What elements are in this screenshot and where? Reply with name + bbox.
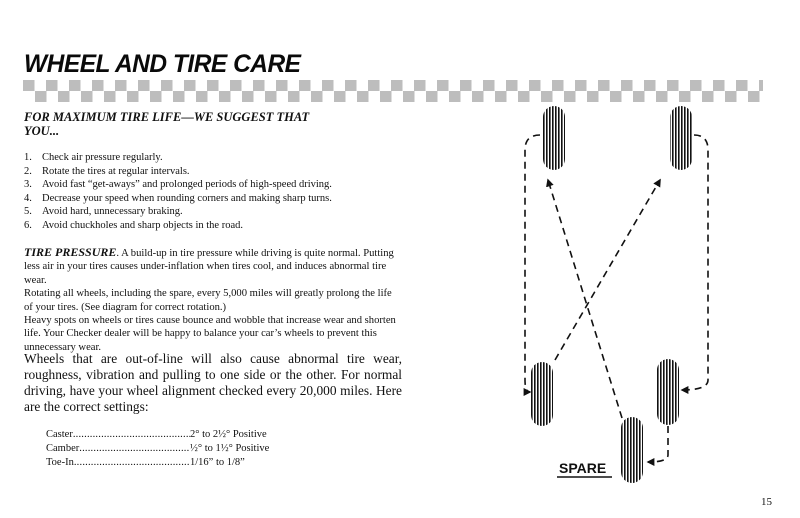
tip-text: Avoid hard, unnecessary braking. (42, 206, 183, 217)
tip-number: 4. (24, 192, 32, 204)
tip-number: 1. (24, 152, 32, 163)
alignment-settings: Caster2° to 2½° Positive Camber½° to 1½°… (46, 428, 269, 470)
tire-rear-left-icon (531, 362, 553, 426)
tip-item: 1. Check air pressure regularly. (24, 151, 332, 165)
tire-front-right-icon (670, 106, 692, 170)
spec-label: Camber (46, 442, 190, 456)
page-title: WHEEL AND TIRE CARE (24, 50, 301, 78)
rotation-path-rl-to-fr (554, 178, 661, 361)
tip-item: 4. Decrease your speed when rounding corn… (24, 192, 332, 206)
tire-pressure-section: TIRE PRESSURE. A build-up in tire pressu… (24, 245, 402, 354)
tip-number: 5. (24, 206, 32, 217)
spec-value: ½° to 1½° Positive (190, 443, 270, 454)
spec-value: 1/16” to 1/8” (190, 457, 245, 468)
spec-row-caster: Caster2° to 2½° Positive (46, 428, 269, 442)
tire-front-left-icon (543, 106, 565, 170)
tip-item: 5. Avoid hard, unnecessary braking. (24, 205, 332, 219)
spare-label: SPARE (559, 460, 606, 476)
tire-rear-right-icon (657, 359, 679, 425)
tips-heading: FOR MAXIMUM TIRE LIFE—WE SUGGEST THAT YO… (24, 110, 310, 138)
tire-pressure-paragraph-1: TIRE PRESSURE. A build-up in tire pressu… (24, 245, 402, 287)
alignment-paragraph: Wheels that are out-of-line will also ca… (24, 351, 402, 414)
tip-item: 3. Avoid fast “get-aways” and prolonged p… (24, 178, 332, 192)
tip-text: Decrease your speed when rounding corner… (42, 192, 332, 204)
balance-paragraph: Heavy spots on wheels or tires cause bou… (24, 315, 396, 353)
tip-text: Avoid chuckholes and sharp objects in th… (42, 219, 244, 231)
page-number: 15 (761, 496, 772, 508)
rotation-path-spare-to-fl (546, 178, 623, 419)
checker-row-bottom (34, 91, 763, 102)
tip-number: 3. (24, 179, 32, 190)
tire-rotation-diagram: SPARE (523, 106, 709, 483)
spec-value: 2° to 2½° Positive (190, 429, 267, 440)
spec-label: Toe-In (46, 456, 190, 470)
tip-text: Avoid fast “get-aways” and prolonged per… (42, 179, 332, 190)
rotation-paragraph: Rotating all wheels, including the spare… (24, 288, 392, 313)
spec-row-toe-in: Toe-In1/16” to 1/8” (46, 456, 269, 470)
spec-row-camber: Camber½° to 1½° Positive (46, 442, 269, 456)
tips-list: 1. Check air pressure regularly. 2. Rotate… (24, 151, 332, 232)
checker-row-top (23, 80, 763, 91)
paragraph-text: . A build-up in tire pressure while driv… (24, 248, 394, 286)
rotation-path-rr-to-spare (646, 426, 669, 466)
tip-item: 6. Avoid chuckholes and sharp objects in … (24, 219, 332, 233)
tip-number: 6. (24, 219, 32, 231)
tip-number: 2. (24, 165, 32, 177)
tire-pressure-lead: TIRE PRESSURE (24, 245, 117, 259)
checkered-divider (23, 80, 763, 102)
tire-spare-icon (621, 417, 643, 483)
rotation-path-fl-to-rl (523, 134, 541, 396)
rotation-path-fr-to-rr (680, 134, 709, 394)
tip-text: Check air pressure regularly. (42, 152, 163, 163)
tip-item: 2. Rotate the tires at regular intervals. (24, 165, 332, 179)
tip-text: Rotate the tires at regular intervals. (42, 165, 190, 177)
spec-label: Caster (46, 428, 190, 442)
